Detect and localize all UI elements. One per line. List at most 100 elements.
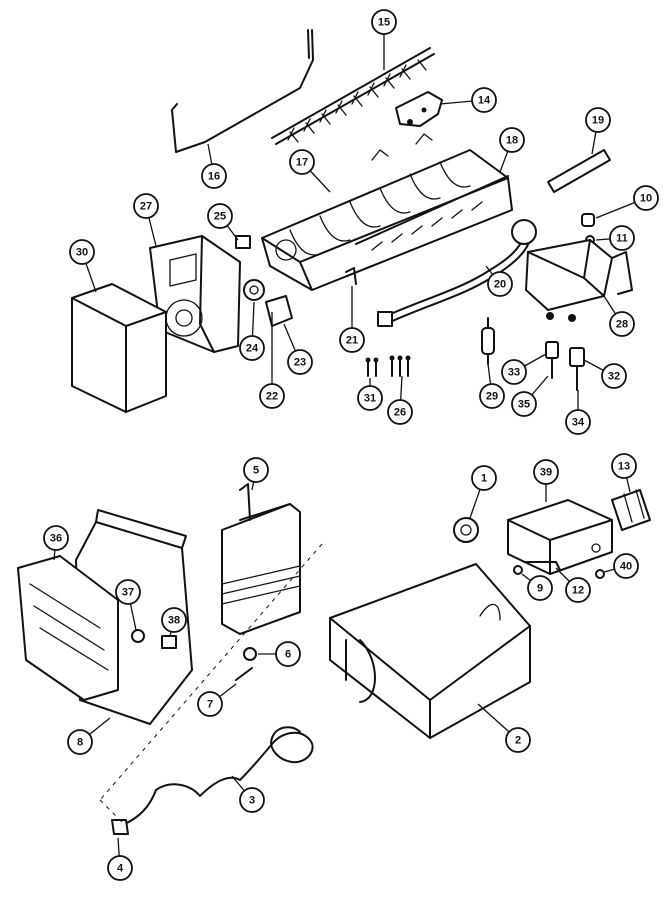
callout-21: 21 <box>339 327 365 353</box>
callout-number: 6 <box>285 649 291 661</box>
callout-30: 30 <box>69 239 95 265</box>
drive-motor-part <box>611 489 651 531</box>
callout-25: 25 <box>207 203 233 229</box>
callout-16: 16 <box>201 163 227 189</box>
callout-number: 8 <box>77 737 83 749</box>
callout-number: 10 <box>640 193 652 205</box>
callout-number: 15 <box>378 17 390 29</box>
callout-31: 31 <box>357 385 383 411</box>
screw-set-part <box>365 355 411 377</box>
callout-circle <box>115 579 141 605</box>
callout-circle <box>133 193 159 219</box>
bail-arm-part <box>171 29 314 153</box>
callout-32: 32 <box>601 363 627 389</box>
callout-35: 35 <box>511 391 537 417</box>
callout-number: 26 <box>394 407 406 419</box>
callout-circle <box>609 225 635 251</box>
callout-circle <box>239 335 265 361</box>
callout-circle <box>609 311 635 337</box>
callout-number: 27 <box>140 201 152 213</box>
callout-circle <box>565 409 591 435</box>
callout-36: 36 <box>43 525 69 551</box>
stripper-bracket-part <box>395 91 443 127</box>
callout-12: 12 <box>565 577 591 603</box>
callout-circle <box>479 383 505 409</box>
callout-24: 24 <box>239 335 265 361</box>
callout-circle <box>107 855 133 881</box>
callout-circle <box>243 457 269 483</box>
callout-number: 37 <box>122 587 134 599</box>
wire-harness-part <box>377 219 537 327</box>
callout-40: 40 <box>613 553 639 579</box>
callout-number: 34 <box>572 417 585 429</box>
callout-number: 3 <box>249 795 255 807</box>
callout-8: 8 <box>67 729 93 755</box>
callout-4: 4 <box>107 855 133 881</box>
callout-circle <box>533 459 559 485</box>
callout-29: 29 <box>479 383 505 409</box>
callout-number: 9 <box>537 583 543 595</box>
callout-2: 2 <box>505 727 531 753</box>
control-switch-part <box>525 239 633 322</box>
gear-part <box>235 235 265 301</box>
callout-circle <box>197 691 223 717</box>
callout-number: 39 <box>540 467 552 479</box>
callout-circle <box>67 729 93 755</box>
motor-fastener-part <box>513 561 605 579</box>
callout-3: 3 <box>239 787 265 813</box>
callout-22: 22 <box>259 383 285 409</box>
callout-1: 1 <box>471 465 497 491</box>
callout-circle <box>43 525 69 551</box>
callout-circle <box>611 453 637 479</box>
callout-number: 11 <box>616 233 628 245</box>
callout-33: 33 <box>501 359 527 385</box>
callout-10: 10 <box>633 185 659 211</box>
callout-circle <box>371 9 397 35</box>
mount-screw-part <box>235 647 257 681</box>
callout-number: 24 <box>246 343 259 355</box>
callout-17: 17 <box>289 149 315 175</box>
callout-circle <box>287 349 313 375</box>
ejector-blades-part <box>271 47 435 145</box>
callout-38: 38 <box>161 607 187 633</box>
mold-heater-part <box>355 175 509 251</box>
callout-circle <box>613 553 639 579</box>
callout-circle <box>239 787 265 813</box>
callout-number: 4 <box>117 863 124 875</box>
knob-part <box>453 517 479 543</box>
callout-circle <box>259 383 285 409</box>
callout-number: 17 <box>296 157 308 169</box>
callout-number: 13 <box>618 461 630 473</box>
ice-tray-part <box>329 563 531 739</box>
callout-13: 13 <box>611 453 637 479</box>
callout-number: 33 <box>508 367 520 379</box>
callout-circle <box>499 127 525 153</box>
callout-circle <box>601 363 627 389</box>
callout-circle <box>275 641 301 667</box>
callout-number: 31 <box>364 393 376 405</box>
callout-39: 39 <box>533 459 559 485</box>
callout-circle <box>633 185 659 211</box>
module-cover-part <box>71 283 167 413</box>
callout-circle <box>585 107 611 133</box>
callout-number: 20 <box>494 279 506 291</box>
drive-motor-box-part <box>507 499 613 575</box>
clip-part <box>345 267 357 285</box>
callout-circle <box>487 271 513 297</box>
callout-number: 28 <box>616 319 628 331</box>
callout-number: 30 <box>76 247 88 259</box>
callout-number: 16 <box>208 171 220 183</box>
callout-9: 9 <box>527 575 553 601</box>
callout-number: 38 <box>168 615 180 627</box>
callout-circle <box>511 391 537 417</box>
callout-number: 22 <box>266 391 278 403</box>
callout-number: 35 <box>518 399 530 411</box>
callout-circle <box>201 163 227 189</box>
callout-circle <box>505 727 531 753</box>
callout-number: 36 <box>50 533 62 545</box>
callout-circle <box>207 203 233 229</box>
callout-5: 5 <box>243 457 269 483</box>
callout-26: 26 <box>387 399 413 425</box>
alignment-line <box>99 543 323 801</box>
